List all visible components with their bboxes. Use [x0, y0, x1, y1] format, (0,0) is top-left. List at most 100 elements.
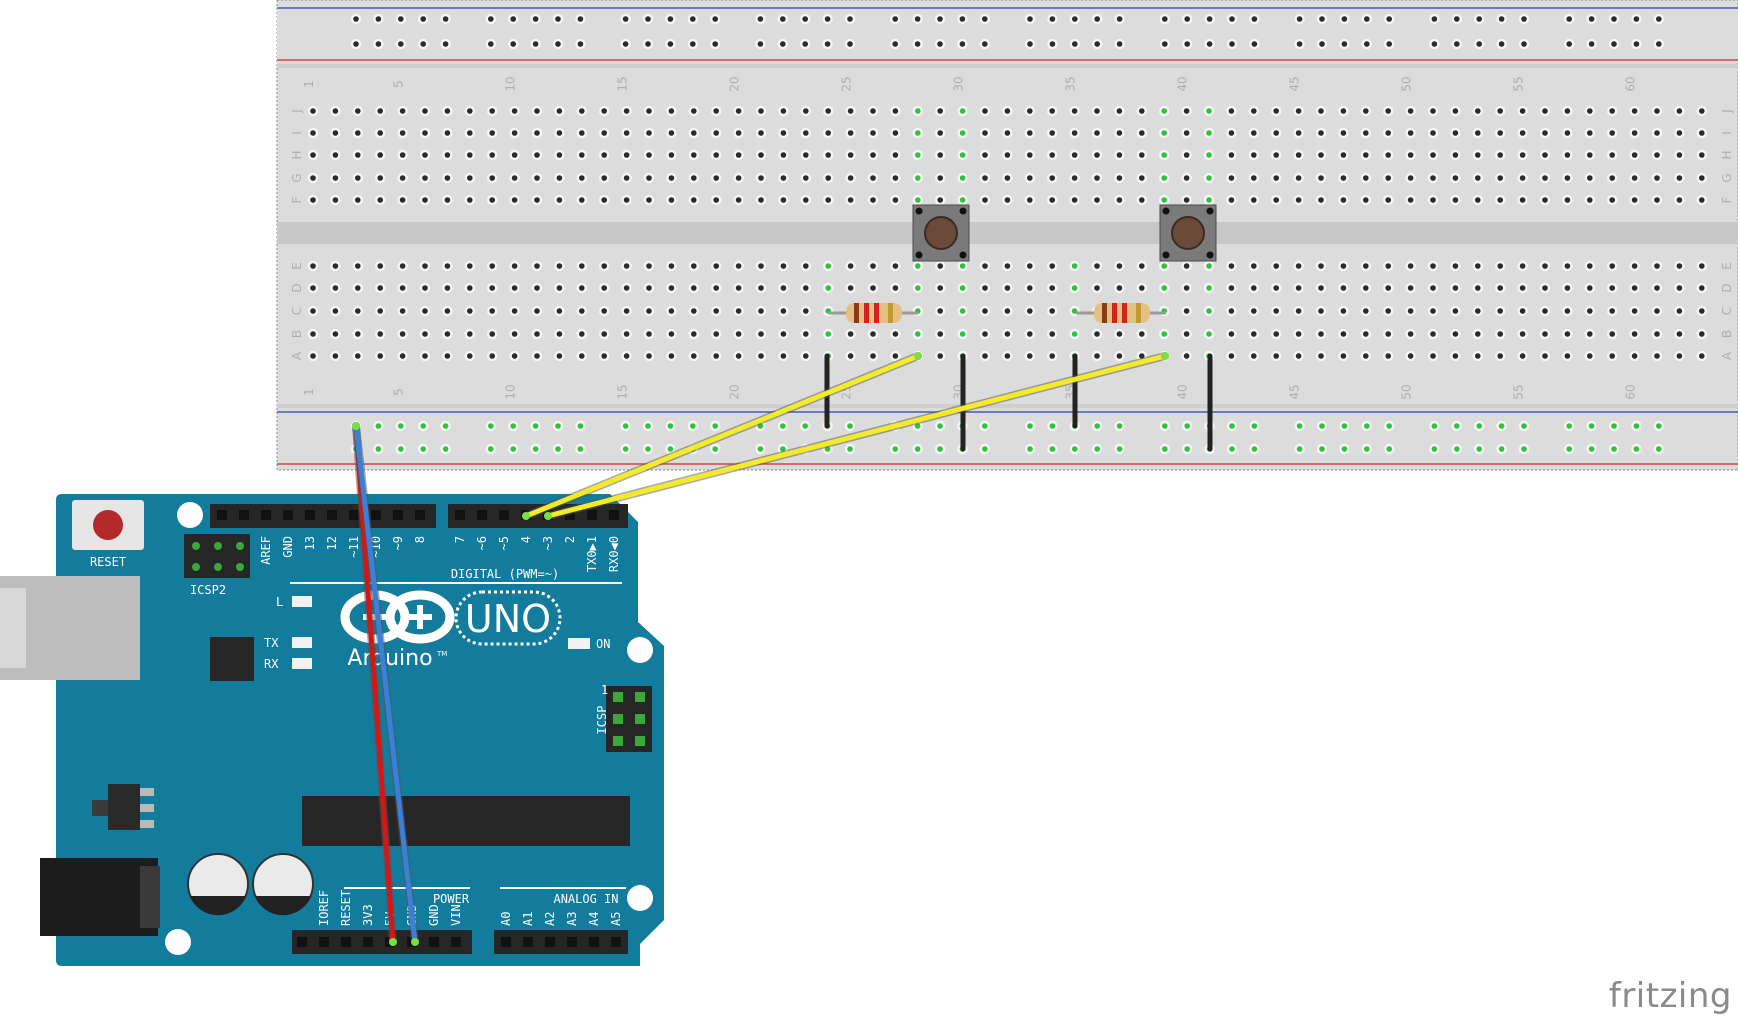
row-letter: A — [290, 351, 304, 360]
hole — [959, 16, 966, 22]
hole — [735, 175, 742, 181]
hole — [1656, 423, 1662, 429]
wires — [352, 352, 1169, 946]
hole — [825, 130, 831, 136]
header-socket — [523, 937, 533, 947]
hole — [780, 175, 787, 181]
hole — [1116, 263, 1123, 269]
analog-pin-label: A4 — [587, 912, 601, 926]
hole — [1004, 353, 1011, 359]
hole — [668, 285, 675, 291]
hole — [1206, 285, 1212, 291]
hole — [757, 446, 764, 452]
hole — [982, 130, 988, 136]
hole — [601, 197, 607, 203]
row-letter: I — [1720, 131, 1734, 135]
hole — [1251, 331, 1257, 337]
hole — [1519, 197, 1526, 203]
digital-pin-label: 2 — [563, 536, 577, 543]
hole — [1364, 16, 1370, 22]
wire-signal-yellow-end — [914, 352, 922, 360]
resistor-band — [864, 303, 869, 323]
hole — [534, 353, 540, 359]
hole — [556, 263, 563, 269]
row-letter: F — [1720, 196, 1734, 203]
hole — [1542, 152, 1548, 158]
hole — [420, 446, 427, 452]
hole — [1654, 175, 1660, 181]
hole — [1071, 285, 1078, 291]
row-letter: E — [1720, 262, 1734, 270]
row-letter: C — [1720, 307, 1734, 315]
hole — [1564, 263, 1571, 269]
hole — [1049, 108, 1055, 114]
hole — [847, 108, 854, 114]
logo-right-ring — [385, 590, 455, 644]
hole — [1273, 197, 1279, 203]
hole — [870, 130, 876, 136]
hole — [1611, 446, 1617, 452]
hole — [1206, 41, 1213, 47]
hole — [579, 152, 585, 158]
hole — [510, 423, 516, 429]
hole — [1587, 152, 1593, 158]
hole — [691, 130, 697, 136]
hole — [1407, 331, 1414, 337]
row-letter: G — [1720, 173, 1734, 182]
hole — [892, 263, 899, 269]
hole — [959, 285, 966, 291]
hole — [1497, 308, 1503, 314]
hole — [1699, 285, 1705, 291]
hole — [534, 108, 540, 114]
hole — [713, 353, 719, 359]
digital-pin-label: 4 — [519, 536, 533, 543]
hole — [1139, 108, 1145, 114]
header-socket — [429, 937, 439, 947]
hole — [1654, 152, 1660, 158]
hole — [1184, 41, 1190, 47]
hole — [758, 175, 764, 181]
hole — [332, 152, 339, 158]
analog-pin-label: A2 — [543, 912, 557, 926]
hole — [1475, 175, 1481, 181]
hole — [375, 446, 382, 452]
hole — [601, 308, 607, 314]
hole — [667, 41, 674, 47]
hole — [555, 446, 561, 452]
hole — [377, 108, 384, 114]
hole — [780, 308, 787, 314]
hole — [937, 446, 943, 452]
hole — [982, 331, 988, 337]
wire-signal-yellow-end — [522, 512, 530, 520]
hole — [377, 263, 384, 269]
hole — [1631, 108, 1638, 114]
hole — [1116, 41, 1123, 47]
hole — [1587, 331, 1593, 337]
hole — [1251, 353, 1257, 359]
hole — [1273, 353, 1279, 359]
hole — [399, 175, 406, 181]
hole — [1228, 353, 1235, 359]
hole — [1027, 353, 1033, 359]
column-number: 60 — [1624, 76, 1638, 91]
hole — [1454, 446, 1460, 452]
hole — [398, 16, 404, 22]
hole — [1587, 108, 1593, 114]
column-number: 1 — [302, 80, 316, 88]
analog-pin-label: A5 — [609, 912, 623, 926]
reset-button[interactable] — [93, 510, 123, 540]
digital-pin-label: RX0◀0 — [607, 536, 621, 572]
resistor-band — [874, 303, 879, 323]
hole — [1676, 308, 1683, 314]
column-number: 45 — [1288, 384, 1302, 399]
pushbutton-leg — [959, 207, 967, 215]
hole — [1341, 423, 1348, 429]
hole — [847, 353, 854, 359]
hole — [1475, 308, 1481, 314]
hole — [1116, 446, 1123, 452]
hole — [1027, 152, 1033, 158]
hole — [802, 41, 808, 47]
hole — [691, 108, 697, 114]
hole — [310, 263, 316, 269]
